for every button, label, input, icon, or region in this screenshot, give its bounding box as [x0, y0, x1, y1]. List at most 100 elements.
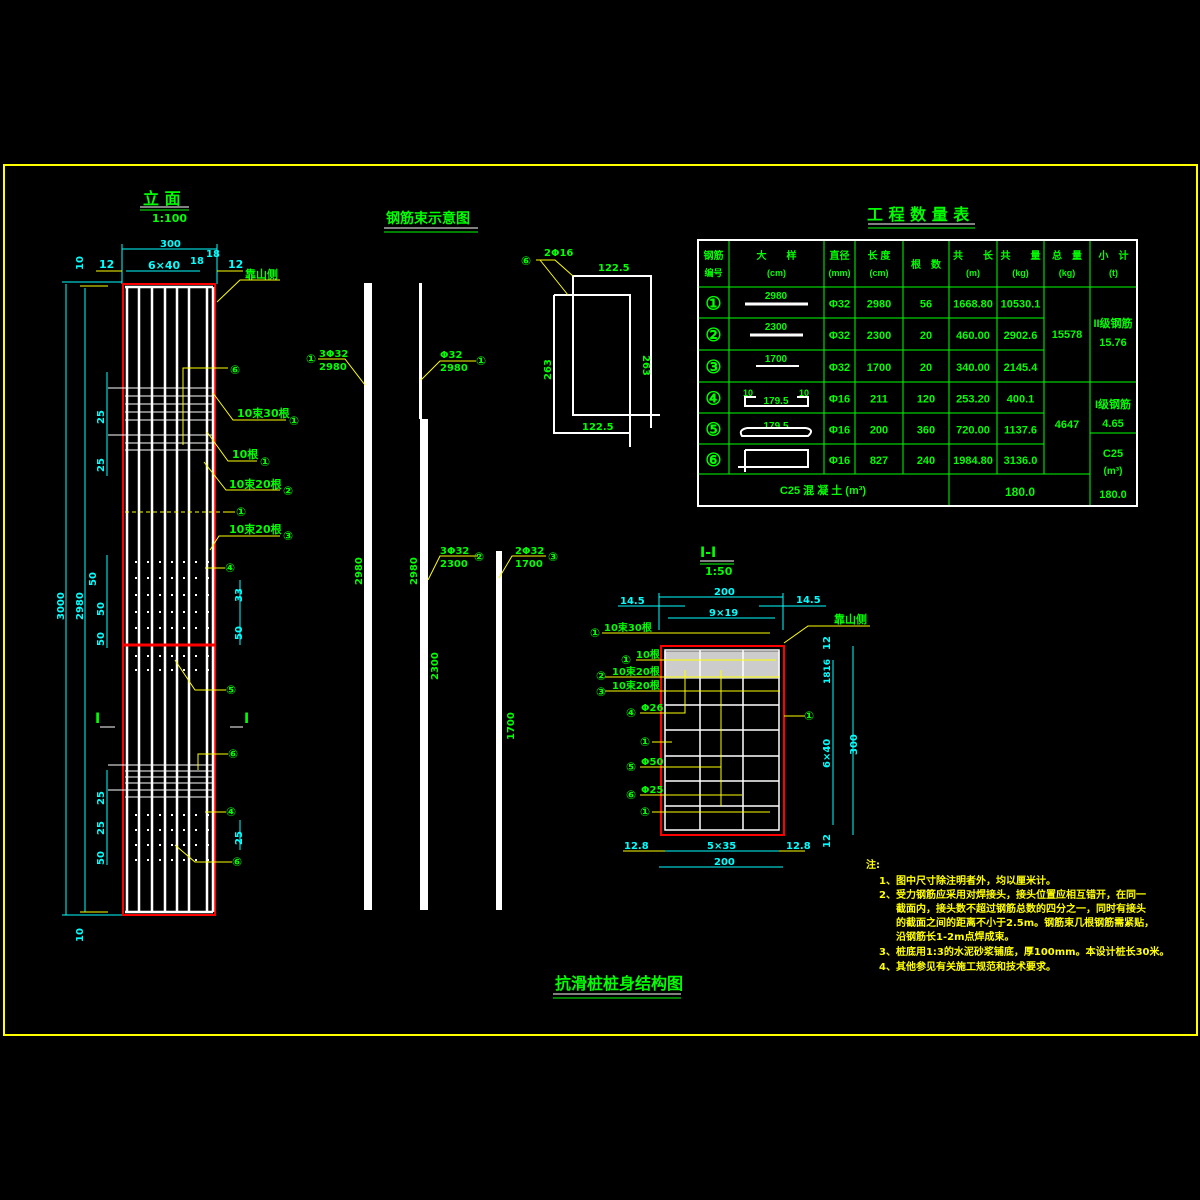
callout-text: Φ25 — [641, 785, 663, 796]
section-view: I-I 1:50 200 14.5 14.5 9×19 — [590, 545, 870, 868]
table-header-unit: (cm) — [767, 268, 786, 278]
callout-text: 10束20根 — [229, 522, 283, 536]
section-dimension-lines — [618, 593, 854, 868]
table-cell-len: 2300 — [867, 330, 891, 342]
dim-total: 3000 — [56, 592, 67, 620]
dim-50b: 50 — [96, 602, 107, 616]
callout-num: ② — [596, 669, 606, 683]
note-line: 沿钢筋长1-2m点焊成束。 — [896, 930, 1015, 943]
table-cell-weight: 10530.1 — [1001, 299, 1041, 311]
rebar-sketches — [738, 302, 812, 472]
callout-num: ⑥ — [230, 363, 240, 377]
group2-total: 4647 — [1055, 419, 1079, 431]
table-cell-count: 360 — [917, 425, 935, 437]
table-header: 总 量 — [1052, 249, 1082, 262]
table-cell-num: ⑤ — [705, 420, 721, 440]
dim-height: 300 — [849, 734, 860, 755]
dim-right-cover: 12 — [228, 258, 243, 271]
bundle1-length: 2980 — [319, 362, 347, 373]
stirrup-left: 263 — [543, 359, 554, 380]
group2-subtotal-label: I级钢筋 — [1095, 397, 1131, 411]
dim-right-bottom: 12.8 — [786, 841, 811, 852]
table-cell-total-len: 1668.80 — [953, 299, 993, 311]
dim-18b: 18 — [206, 249, 220, 260]
elevation-scale: 1:100 — [152, 212, 187, 225]
bundle3-num: ② — [474, 550, 484, 564]
dim-33a: 33 — [234, 588, 245, 602]
dim-25b: 25 — [96, 458, 107, 472]
callout-num: ① — [236, 505, 246, 519]
table-cell-weight: 3136.0 — [1004, 455, 1038, 467]
stirrup-right: 263 — [640, 355, 651, 376]
table-header: 大 样 — [757, 249, 797, 262]
table-cell-count: 20 — [920, 330, 932, 342]
dim-1816: 1816 — [823, 659, 833, 684]
tie-bars — [135, 561, 215, 861]
callout-num: ⑤ — [626, 760, 636, 774]
sketch-dimension: 1700 — [765, 354, 788, 365]
sketch-dimension: 2300 — [765, 322, 788, 333]
dim-spacing-top: 9×19 — [709, 608, 738, 619]
stirrup-bottom: 122.5 — [582, 422, 614, 433]
notes-heading: 注: — [866, 858, 880, 871]
table-cell-len: 200 — [870, 425, 888, 437]
table-cell-total-len: 253.20 — [956, 394, 990, 406]
callout-num: ① — [590, 626, 600, 640]
callout-num: ① — [640, 805, 650, 819]
table-cell-weight: 1137.6 — [1004, 425, 1037, 437]
table-cell-weight: 2145.4 — [1004, 362, 1039, 374]
bundle1-num: ① — [306, 352, 316, 366]
callout-text: 10束20根 — [229, 477, 283, 491]
group2-subtotal-value: 4.65 — [1102, 418, 1123, 430]
table-header: 共 量 — [1001, 249, 1041, 262]
dim-left-bottom: 12.8 — [624, 841, 649, 852]
bar-bundle-4 — [496, 551, 502, 910]
leader-lines — [174, 279, 286, 863]
table-cell-count: 240 — [917, 455, 935, 467]
dim-spacing: 6×40 — [148, 259, 181, 272]
section-title: I-I — [700, 545, 716, 561]
elevation-dimension-lines — [62, 244, 243, 916]
table-cell-num: ③ — [705, 357, 721, 377]
table-cell-dia: Φ16 — [829, 425, 850, 437]
pile-outline — [122, 283, 216, 916]
callout-num: ① — [289, 414, 299, 428]
dim-50c: 50 — [96, 632, 107, 646]
dim-right: 14.5 — [796, 595, 821, 606]
sketch-dimension: 2980 — [765, 291, 788, 302]
group1-subtotal-value: 15.76 — [1099, 337, 1127, 349]
table-header: 直径 — [830, 249, 850, 262]
bar-bundle-3 — [420, 419, 428, 910]
bundle2-length: 2980 — [440, 363, 468, 374]
callout-num: ① — [640, 735, 650, 749]
elevation-view: 立 面 1:100 300 6×40 12 12 18 18 3000 2980… — [56, 189, 299, 942]
table-header: 小 计 — [1098, 249, 1129, 262]
callout-text: Φ50 — [641, 757, 663, 768]
table-header: 长 度 — [868, 249, 892, 262]
dim-top: 10 — [75, 256, 86, 270]
note-line: 的截面之间的距离不小于2.5m。钢筋束几根钢筋需紧贴， — [896, 916, 1154, 929]
bar2-length: 2980 — [409, 557, 420, 585]
dim-top-cover: 12 — [822, 636, 833, 650]
sketch-dimension: 179.5 — [763, 421, 788, 432]
table-header-unit: (cm) — [869, 268, 888, 278]
table-cell-count: 20 — [920, 362, 932, 374]
table-cell-num: ① — [705, 294, 721, 314]
callout-num: ③ — [283, 529, 293, 543]
callout-num: ④ — [626, 706, 636, 720]
table-header-unit: (t) — [1109, 268, 1118, 278]
dim-bar: 2980 — [75, 592, 86, 620]
side-label: 靠山侧 — [834, 612, 867, 626]
bar4-length: 1700 — [506, 712, 517, 740]
concrete-subtotal-label: C25 — [1103, 448, 1123, 460]
stirrup-num: ⑥ — [521, 254, 531, 268]
callout-text: Φ26 — [641, 703, 663, 714]
callout-num: ⑤ — [226, 683, 236, 697]
table-cell-dia: Φ32 — [829, 362, 850, 374]
callout-num: ⑥ — [232, 855, 242, 869]
table-header-unit: (m) — [966, 268, 980, 278]
dim-33b: 50 — [234, 626, 245, 640]
stirrup-bands — [108, 387, 213, 798]
